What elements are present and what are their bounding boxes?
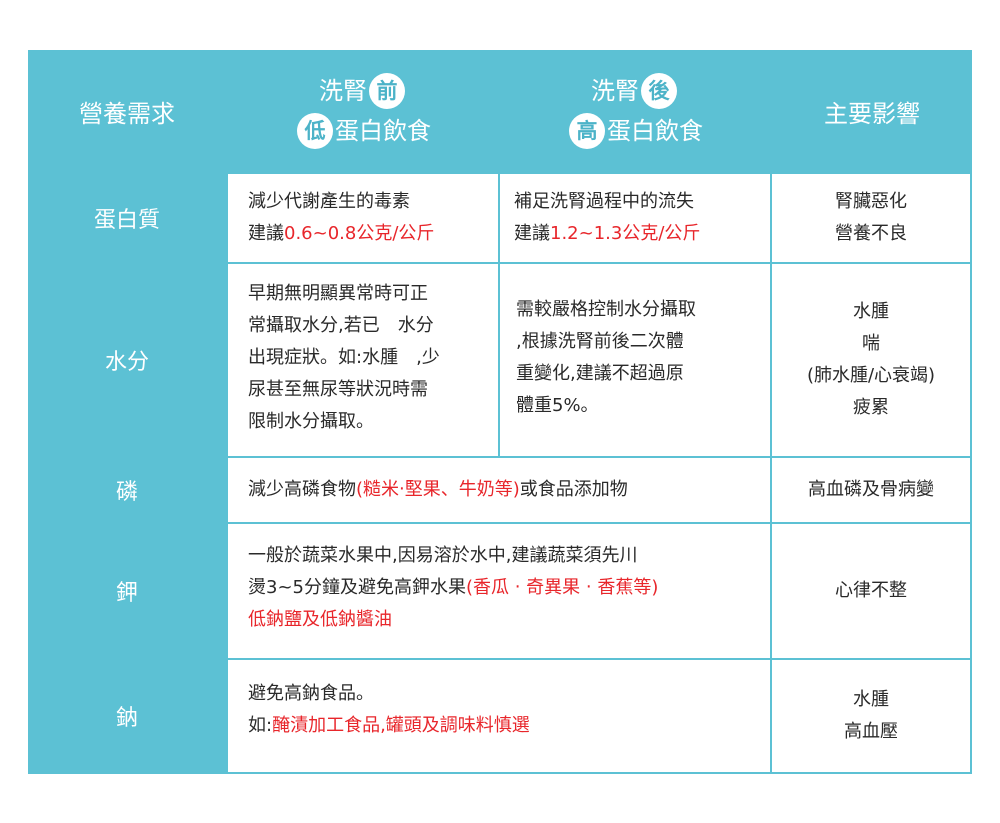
- potassium-fruit-examples: (香瓜 ‧ 奇異果 ‧ 香蕉等): [466, 577, 659, 598]
- header-high-protein-text: 蛋白飲食: [607, 117, 703, 145]
- row-label-potassium: 鉀: [115, 581, 138, 606]
- row-label-phosphorus: 磷: [115, 480, 138, 505]
- header-after-dialysis: 洗腎 後 高 蛋白飲食: [500, 50, 770, 172]
- header-nutrition-need-label: 營養需求: [79, 99, 175, 128]
- cell-potassium-effect: 心律不整: [772, 524, 970, 658]
- cell-water-before: 早期無明顯異常時可正 常攝取水分,若已 水分 出現症狀。如:水腫 ,少 尿甚至無…: [228, 264, 498, 456]
- sodium-food-examples: 醃漬加工食品,罐頭及調味料慎選: [272, 715, 530, 736]
- header-nutrition-need: 營養需求: [28, 50, 226, 172]
- header-after-badge: 後: [641, 73, 677, 109]
- header-low-protein-text: 蛋白飲食: [335, 117, 431, 145]
- row-label-water: 水分: [104, 350, 149, 375]
- row-label-protein: 蛋白質: [93, 208, 160, 233]
- row-label-sodium: 鈉: [115, 706, 138, 731]
- cell-protein-after: 補足洗腎過程中的流失 建議1.2~1.3公克/公斤: [500, 174, 770, 262]
- header-before-text: 洗腎: [319, 77, 367, 105]
- header-before-dialysis: 洗腎 前 低 蛋白飲食: [228, 50, 498, 172]
- cell-potassium-guidance: 一般於蔬菜水果中,因易溶於水中,建議蔬菜須先川 燙3~5分鐘及避免高鉀水果(香瓜…: [228, 524, 770, 658]
- protein-before-recommendation: 0.6~0.8公克/公斤: [284, 223, 435, 244]
- cell-water-effect: 水腫 喘 (肺水腫/心衰竭) 疲累: [772, 264, 970, 456]
- phosphorus-food-examples: (糙米‧堅果、牛奶等): [356, 479, 520, 500]
- header-high-badge: 高: [569, 113, 605, 149]
- cell-sodium-effect: 水腫 高血壓: [772, 660, 970, 772]
- cell-sodium-guidance: 避免高鈉食品。 如:醃漬加工食品,罐頭及調味料慎選: [228, 660, 770, 772]
- cell-phosphorus-guidance: 減少高磷食物(糙米‧堅果、牛奶等)或食品添加物: [228, 458, 770, 522]
- protein-after-recommendation: 1.2~1.3公克/公斤: [550, 223, 701, 244]
- cell-protein-effect: 腎臟惡化 營養不良: [772, 174, 970, 262]
- nutrition-table: 營養需求 洗腎 前 低 蛋白飲食 洗腎 後 高 蛋白飲食 主要影響 蛋白質 減少…: [28, 50, 972, 774]
- header-low-badge: 低: [297, 113, 333, 149]
- cell-phosphorus-effect: 高血磷及骨病變: [772, 458, 970, 522]
- potassium-low-sodium-note: 低鈉鹽及低鈉醬油: [248, 609, 392, 630]
- header-after-text: 洗腎: [591, 77, 639, 105]
- cell-protein-before: 減少代謝產生的毒素 建議0.6~0.8公克/公斤: [228, 174, 498, 262]
- header-main-effect: 主要影響: [772, 50, 972, 172]
- cell-water-after: 需較嚴格控制水分攝取 ,根據洗腎前後二次體 重變化,建議不超過原 體重5%。: [500, 264, 770, 456]
- header-main-effect-label: 主要影響: [824, 99, 920, 128]
- header-before-badge: 前: [369, 73, 405, 109]
